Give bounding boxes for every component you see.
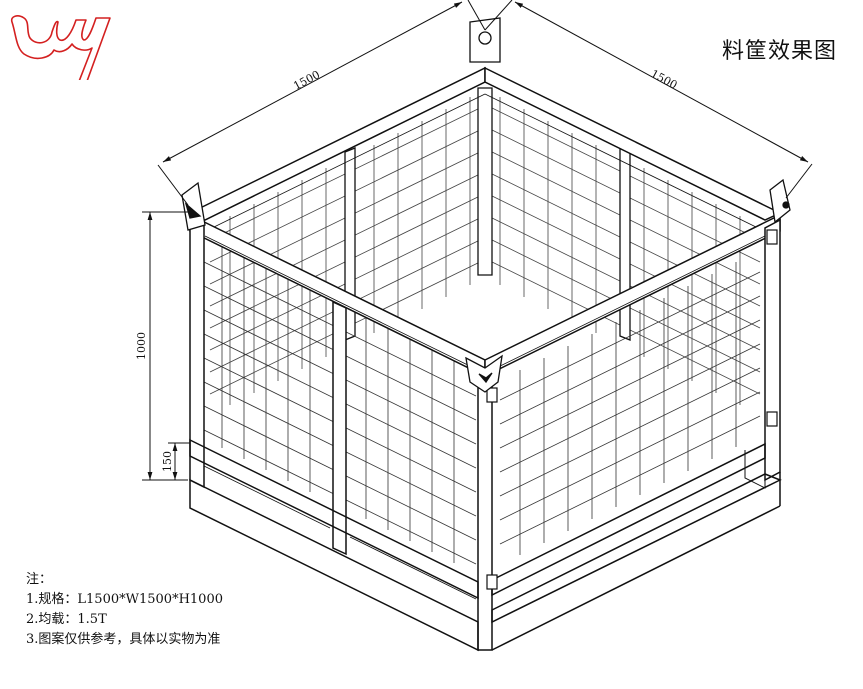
dim-foot-height: 150 (161, 451, 174, 472)
note-item: 3.图案仅供参考，具体以实物为准 (26, 632, 221, 647)
front-frame (189, 213, 782, 652)
hinges (486, 229, 778, 590)
note-item: 2.均载：1.5T (26, 612, 107, 627)
dim-length-right: 1500 (649, 67, 680, 92)
company-logo-icon (10, 15, 111, 80)
dim-height: 1000 (135, 332, 148, 360)
notes-block: 注： 1.规格：L1500*W1500*H1000 2.均载：1.5T 3.图案… (26, 570, 223, 650)
note-item: 1.规格：L1500*W1500*H1000 (26, 592, 223, 607)
notes-heading: 注： (26, 572, 53, 587)
front-right-mesh (499, 262, 761, 555)
dimension-lines (142, 0, 813, 481)
dim-length-left: 1500 (291, 68, 322, 93)
stacking-corners (181, 17, 791, 393)
